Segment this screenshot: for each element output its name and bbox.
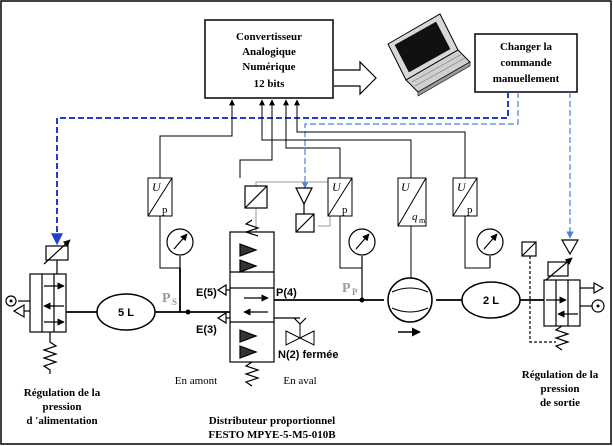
svg-text:d 'alimentation: d 'alimentation — [26, 415, 97, 427]
port-n2: N(2) fermée — [278, 349, 339, 361]
svg-text:p: p — [162, 204, 168, 216]
pp-sub: P — [352, 287, 358, 297]
flow-transducer: U q m — [397, 177, 427, 227]
ps-sub: S — [172, 297, 177, 307]
downstream-label: En aval — [283, 375, 316, 387]
closed-valve-symbol — [285, 324, 315, 346]
command-signal-lines — [51, 92, 574, 246]
svg-text:de sortie: de sortie — [540, 397, 580, 409]
manual-command-line2: commande — [500, 57, 551, 69]
manual-command-line1: Changer la — [500, 41, 553, 53]
svg-text:FESTO MPYE-5-M5-010B: FESTO MPYE-5-M5-010B — [208, 429, 336, 441]
manual-command-line3: manuellement — [493, 73, 560, 85]
converter-line1: Convertisseur — [236, 31, 302, 43]
pressure-gauges — [166, 228, 504, 298]
proportional-valve — [216, 185, 315, 387]
port-e3: E(3) — [196, 324, 217, 336]
converter-line3: Numérique — [242, 61, 295, 73]
flow-q-sub: m — [419, 216, 426, 225]
pp-label: P — [342, 281, 351, 296]
svg-text:2 L: 2 L — [483, 295, 499, 307]
flow-q: q — [412, 211, 418, 223]
supply-regulator — [12, 239, 71, 374]
transducer-2: U p — [327, 177, 353, 217]
data-transfer-arrow — [334, 60, 377, 96]
svg-text:U: U — [457, 180, 467, 194]
svg-text:Régulation de la: Régulation de la — [522, 369, 599, 381]
upstream-label: En amont — [175, 375, 217, 387]
tank-outlet: 2 L — [461, 281, 521, 319]
svg-text:U: U — [401, 180, 411, 194]
svg-text:p: p — [342, 204, 348, 216]
port-e5: E(5) — [196, 287, 217, 299]
sensor-wiring — [159, 99, 466, 178]
svg-text:Régulation de la: Régulation de la — [24, 387, 101, 399]
svg-text:p: p — [467, 204, 473, 216]
main-pipe — [64, 268, 545, 313]
pipe-taps — [159, 216, 490, 282]
svg-text:pression: pression — [541, 383, 580, 395]
svg-text:pression: pression — [43, 401, 82, 413]
converter-line4: 12 bits — [254, 78, 286, 90]
caption-left: Régulation de la pression d 'alimentatio… — [24, 387, 101, 427]
svg-text:Distributeur proportionnel: Distributeur proportionnel — [209, 415, 335, 427]
svg-text:5 L: 5 L — [118, 307, 134, 319]
svg-text:U: U — [152, 180, 162, 194]
converter-line2: Analogique — [242, 46, 296, 58]
flow-meter — [387, 277, 433, 337]
caption-right: Régulation de la pression de sortie — [522, 369, 599, 409]
ps-label: P — [162, 291, 171, 306]
port-p4: P(4) — [276, 287, 297, 299]
converter-box: Convertisseur Analogique Numérique 12 bi… — [204, 19, 334, 99]
manual-command-box: Changer la commande manuellement — [474, 33, 578, 93]
laptop-icon — [387, 13, 471, 97]
tank-supply: 5 L — [96, 293, 156, 331]
caption-center: Distributeur proportionnel FESTO MPYE-5-… — [208, 415, 336, 441]
svg-text:U: U — [332, 180, 342, 194]
transducer-3: U p — [452, 177, 478, 217]
transducer-1: U p — [147, 177, 173, 217]
outlet-regulator — [521, 239, 605, 351]
